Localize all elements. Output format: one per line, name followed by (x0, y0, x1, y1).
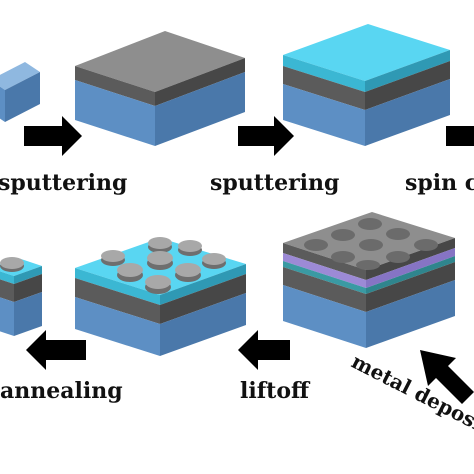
disc-top (175, 263, 201, 277)
stack-after-sputtering-2 (283, 24, 450, 146)
label-liftoff: liftoff (240, 378, 311, 404)
label-spin-coating: spin co (405, 170, 474, 196)
hole-array (304, 218, 438, 270)
substrate-front (75, 80, 155, 146)
substrate-side (14, 292, 42, 336)
resist-front (0, 271, 14, 284)
metal-front-2 (283, 267, 366, 312)
resist-side (160, 264, 246, 305)
purple-layer-front (283, 253, 366, 288)
teal-layer-front (283, 261, 366, 294)
substrate-top (0, 62, 40, 90)
label-sputtering-1: sputtering (0, 170, 127, 196)
metal-side (155, 58, 245, 106)
hole (358, 218, 382, 230)
stack-after-liftoff (75, 237, 246, 356)
substrate-side (365, 79, 450, 146)
hole (331, 251, 355, 263)
resist-front (75, 268, 160, 305)
metal-front (283, 66, 365, 110)
right-arrow-icon (238, 116, 294, 156)
substrate-front (0, 297, 14, 336)
metal-side (160, 274, 246, 324)
substrate-front (0, 86, 5, 122)
substrate-front (283, 285, 366, 348)
disc-top (0, 257, 24, 269)
substrate-side (366, 280, 455, 348)
up-left-arrow-icon (420, 350, 474, 404)
hole (386, 251, 410, 263)
disc-top (101, 250, 125, 262)
disc-top (145, 275, 171, 289)
purple-layer-side (366, 248, 455, 288)
metal-side (365, 61, 450, 110)
teal-layer-side (366, 256, 455, 294)
metal-front (75, 66, 155, 106)
disc-top (178, 240, 202, 252)
metal-top (75, 31, 245, 92)
disc-top (147, 251, 173, 265)
label-sputtering-2: sputtering (210, 170, 339, 196)
hole (304, 239, 328, 251)
substrate-side (160, 293, 246, 356)
hole (359, 239, 383, 251)
stack-after-sputtering-1 (75, 31, 245, 146)
resist-top (283, 24, 450, 81)
left-arrow-icon (26, 330, 86, 370)
hole (414, 239, 438, 251)
hole (386, 228, 410, 240)
metal-side (14, 274, 42, 302)
resist-side (14, 266, 42, 284)
substrate-front (75, 297, 160, 356)
disc-top (148, 237, 172, 249)
metal-front (0, 279, 14, 302)
right-arrow-icon (446, 126, 474, 146)
metal-side-2 (366, 262, 455, 312)
left-arrow-icon (238, 330, 290, 370)
stack-after-metal-deposition (283, 212, 455, 348)
substrate-front (283, 84, 365, 146)
resist-front (283, 55, 365, 92)
stack-substrate-cropped (0, 62, 40, 122)
resist-side (365, 50, 450, 92)
disc-array (101, 237, 226, 294)
disc-top (117, 263, 143, 277)
metal-front (283, 243, 366, 280)
label-annealing: annealing (0, 378, 123, 404)
substrate-side (5, 72, 40, 122)
substrate-side (155, 72, 245, 146)
stack-after-annealing-cropped (0, 257, 42, 336)
disc-top (202, 253, 226, 265)
hole (356, 260, 380, 270)
right-arrow-icon (24, 116, 82, 156)
metal-front (75, 278, 160, 324)
hole (331, 229, 355, 241)
